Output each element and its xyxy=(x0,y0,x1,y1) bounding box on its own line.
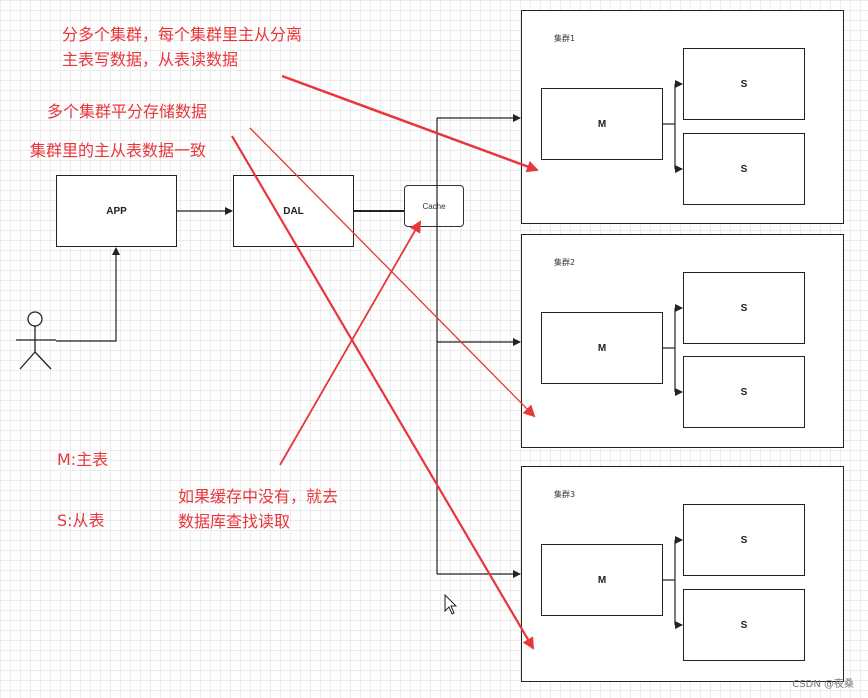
note-cluster-split: 分多个集群，每个集群里主从分离 主表写数据，从表读数据 xyxy=(62,22,302,72)
note-balanced-storage: 多个集群平分存储数据 xyxy=(47,102,208,121)
user-to-app-line xyxy=(56,247,120,342)
note-cluster-split-line-1: 分多个集群，每个集群里主从分离 xyxy=(62,25,303,44)
note-cache-miss: 如果缓存中没有，就去 数据库查找读取 xyxy=(178,484,338,534)
cluster-3-master: M xyxy=(541,544,663,616)
legend-master: M:主表 xyxy=(57,450,109,469)
note-cache-miss-line-1: 如果缓存中没有，就去 xyxy=(178,487,339,506)
cluster-1-slave-1: S xyxy=(683,48,805,120)
cluster-1-slave-2: S xyxy=(683,133,805,205)
cluster-2-master: M xyxy=(541,312,663,384)
cluster-3-slave-1: S xyxy=(683,504,805,576)
cursor-icon xyxy=(444,593,458,615)
cluster-1-label: 集群1 xyxy=(554,34,576,43)
annotation-arrow-master-slave xyxy=(281,74,539,173)
cluster-2-slave-1: S xyxy=(683,272,805,344)
cluster-2-slave-2: S xyxy=(683,356,805,428)
watermark: CSDN @夜桑 xyxy=(792,679,854,690)
dal-node: DAL xyxy=(233,175,354,247)
user-icon xyxy=(16,311,56,370)
cluster-2-label: 集群2 xyxy=(554,258,576,267)
note-cluster-split-line-2: 主表写数据，从表读数据 xyxy=(62,50,239,69)
cluster-3-label: 集群3 xyxy=(554,490,576,499)
note-consistency: 集群里的主从表数据一致 xyxy=(30,141,207,160)
cluster-3-slave-2: S xyxy=(683,589,805,661)
note-cache-miss-line-2: 数据库查找读取 xyxy=(178,512,291,531)
cache-node: Cache xyxy=(404,185,464,227)
annotation-arrow-cache-miss xyxy=(279,220,421,466)
cluster-1-master: M xyxy=(541,88,663,160)
annotation-arrow-consistency xyxy=(231,135,535,650)
legend-slave: S:从表 xyxy=(57,511,105,530)
app-node: APP xyxy=(56,175,177,247)
